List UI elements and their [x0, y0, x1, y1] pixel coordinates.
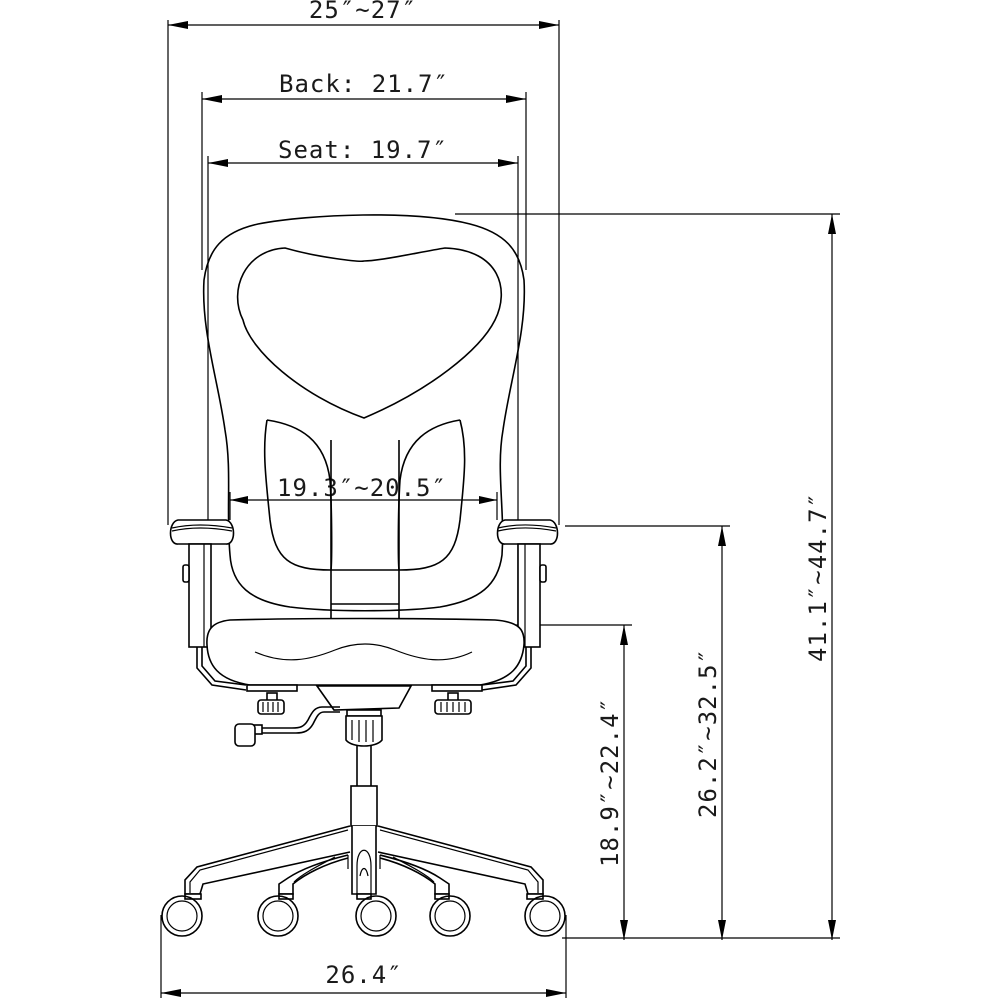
- dimension-overall-width: 25″~27″: [167, 0, 560, 525]
- seat-cushion: [206, 617, 525, 686]
- dimension-arm-inner-width: 19.3″~20.5″: [229, 474, 498, 520]
- casters: [161, 893, 566, 937]
- caster-2: [257, 893, 299, 937]
- back-width-label: Back: 21.7″: [279, 70, 449, 98]
- tension-knob-right: [434, 692, 472, 715]
- backrest: [202, 214, 526, 612]
- caster-5: [524, 893, 566, 937]
- arm-height-label: 26.2″~32.5″: [694, 648, 722, 818]
- seat-plate-right: [431, 684, 483, 692]
- arm-inner-width-label: 19.3″~20.5″: [277, 474, 447, 502]
- dimension-arm-height: 26.2″~32.5″: [565, 525, 730, 940]
- lumbar-support: [263, 419, 466, 620]
- height-lever: [234, 706, 340, 747]
- seat-bracket-right: [481, 647, 532, 691]
- caster-4: [429, 893, 471, 937]
- caster-3: [355, 893, 397, 937]
- dimension-overall-height: 41.1″~44.7″: [455, 213, 840, 940]
- cylinder-collar: [345, 709, 383, 747]
- overall-height-label: 41.1″~44.7″: [804, 492, 832, 662]
- caster-1: [161, 893, 203, 937]
- seat-height-label: 18.9″~22.4″: [596, 697, 624, 867]
- five-star-base: [184, 825, 544, 895]
- armrest-left: [169, 519, 235, 648]
- dimension-back-width: Back: 21.7″: [201, 70, 527, 270]
- dimension-seat-width: Seat: 19.7″: [207, 136, 519, 640]
- base-width-label: 26.4″: [325, 961, 402, 989]
- seat-bracket-left: [196, 647, 247, 691]
- seat-plate-left: [246, 684, 298, 692]
- seat-width-label: Seat: 19.7″: [278, 136, 448, 164]
- dimension-base-width: 26.4″: [160, 915, 567, 998]
- seat-mechanism: [315, 685, 413, 711]
- armrest-right: [496, 519, 559, 648]
- overall-width-label: 25″~27″: [309, 0, 417, 24]
- gas-cylinder: [350, 746, 378, 827]
- tension-knob-left: [257, 692, 285, 715]
